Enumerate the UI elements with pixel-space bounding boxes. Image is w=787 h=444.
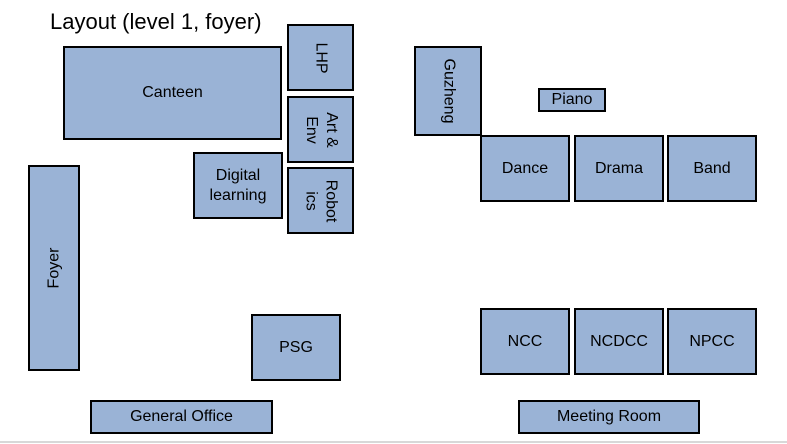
- room-general-office: General Office: [90, 400, 273, 434]
- room-robotics: Robot ics: [287, 167, 354, 234]
- room-psg-label: PSG: [279, 338, 313, 356]
- room-art-env: Art & Env: [287, 96, 354, 163]
- room-drama: Drama: [574, 135, 664, 202]
- room-band: Band: [667, 135, 757, 202]
- room-drama-label: Drama: [594, 159, 643, 177]
- room-art-env-label: Art & Env: [302, 111, 340, 148]
- room-band-label: Band: [693, 159, 731, 177]
- room-ncc-label: NCC: [507, 332, 543, 350]
- room-dance: Dance: [480, 135, 570, 202]
- room-robotics-label: Robot ics: [302, 179, 340, 222]
- diagram-title: Layout (level 1, foyer): [50, 9, 262, 34]
- room-foyer-label: Foyer: [45, 247, 62, 289]
- room-digital-learning-label: Digital learning: [209, 166, 267, 204]
- room-ncdcc: NCDCC: [574, 308, 664, 375]
- room-lhp: LHP: [287, 24, 354, 91]
- room-meeting-room: Meeting Room: [518, 400, 700, 434]
- room-ncdcc-label: NCDCC: [590, 332, 648, 350]
- room-piano-label: Piano: [551, 91, 593, 108]
- room-psg: PSG: [251, 314, 341, 381]
- room-canteen-label: Canteen: [142, 84, 203, 101]
- room-npcc: NPCC: [667, 308, 757, 375]
- room-piano: Piano: [538, 88, 606, 112]
- room-general-office-label: General Office: [130, 408, 233, 425]
- room-dance-label: Dance: [501, 159, 549, 177]
- bottom-divider: [0, 441, 787, 443]
- room-guzheng: Guzheng: [414, 46, 482, 136]
- room-npcc-label: NPCC: [689, 332, 735, 350]
- room-canteen: Canteen: [63, 46, 282, 140]
- room-guzheng-label: Guzheng: [440, 58, 457, 124]
- room-digital-learning: Digital learning: [193, 152, 283, 219]
- room-lhp-label: LHP: [312, 41, 330, 74]
- room-ncc: NCC: [480, 308, 570, 375]
- room-meeting-room-label: Meeting Room: [556, 408, 662, 425]
- room-foyer: Foyer: [28, 165, 80, 371]
